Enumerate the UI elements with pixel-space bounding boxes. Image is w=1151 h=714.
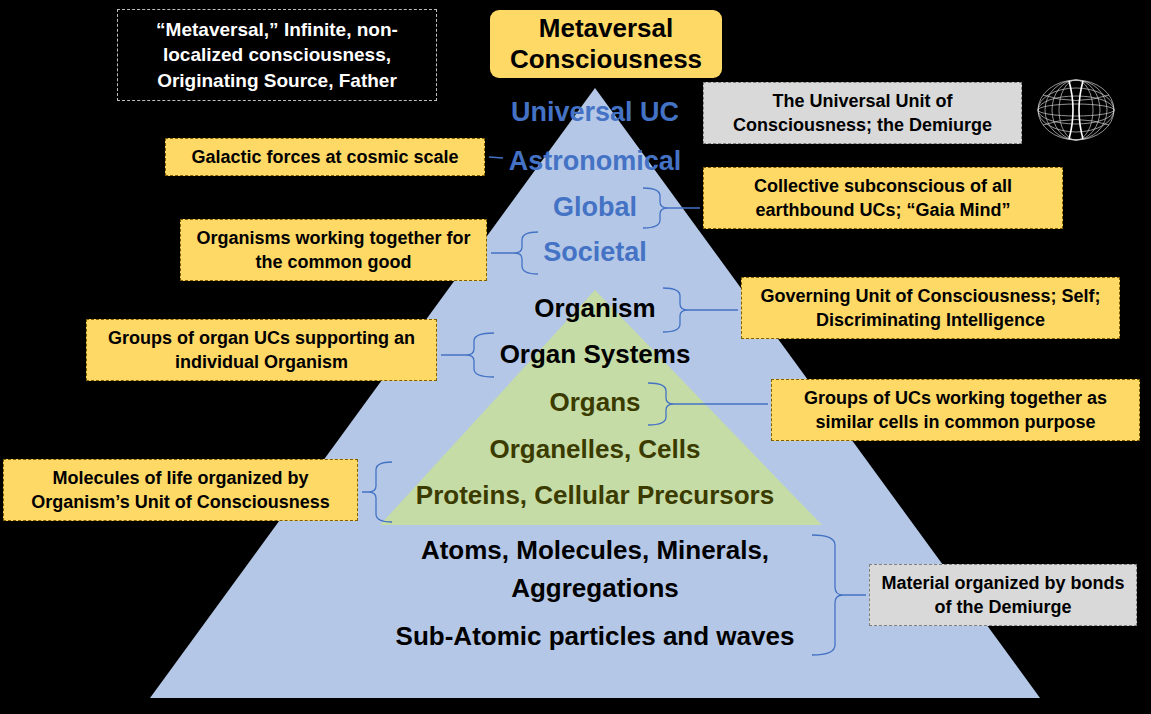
level-label: Atoms, Molecules, Minerals, Aggregations [405, 532, 785, 607]
level-label: Organelles, Cells [490, 431, 701, 469]
level-label: Organ Systems [500, 336, 691, 374]
torus-icon [1038, 80, 1114, 140]
callout-box: Organisms working together for the commo… [180, 219, 487, 282]
apex-title: Metaversal Consciousness [496, 13, 716, 75]
callout-text: Governing Unit of Consciousness; Self; D… [750, 284, 1111, 333]
callout-box: Material organized by bonds of the Demiu… [869, 564, 1137, 627]
level-label: Global [553, 188, 637, 227]
callout-text: “Metaversal,” Infinite, non-localized co… [126, 17, 428, 94]
level-label: Organs [549, 384, 640, 422]
callout-text: Material organized by bonds of the Demiu… [878, 571, 1128, 620]
callout-text: Organisms working together for the commo… [189, 226, 478, 275]
level-label: Organism [534, 290, 655, 328]
level-label: Astronomical [509, 142, 682, 181]
source-box: “Metaversal,” Infinite, non-localized co… [117, 9, 437, 102]
callout-text: The Universal Unit of Consciousness; the… [712, 89, 1013, 138]
callout-text: Groups of organ UCs supporting an indivi… [95, 326, 428, 375]
callout-box: Collective subconscious of all earthboun… [703, 167, 1063, 230]
callout-text: Groups of UCs working together as simila… [780, 386, 1131, 435]
level-label: Societal [543, 233, 647, 272]
callout-box: Galactic forces at cosmic scale [165, 138, 485, 176]
callout-box: Groups of UCs working together as simila… [771, 379, 1140, 442]
level-label: Sub-Atomic particles and waves [396, 618, 795, 656]
apex-title-box: Metaversal Consciousness [490, 10, 722, 78]
callout-box: Molecules of life organized by Organism’… [3, 459, 358, 522]
callout-text: Collective subconscious of all earthboun… [712, 174, 1054, 223]
level-label: Proteins, Cellular Precursors [416, 477, 774, 515]
demiurge-box: The Universal Unit of Consciousness; the… [703, 82, 1022, 145]
callout-box: Governing Unit of Consciousness; Self; D… [741, 277, 1120, 340]
level-label: Universal UC [511, 93, 679, 132]
bracket [489, 157, 503, 158]
callout-box: Groups of organ UCs supporting an indivi… [86, 319, 437, 382]
callout-text: Galactic forces at cosmic scale [174, 145, 476, 169]
callout-text: Molecules of life organized by Organism’… [12, 466, 349, 515]
